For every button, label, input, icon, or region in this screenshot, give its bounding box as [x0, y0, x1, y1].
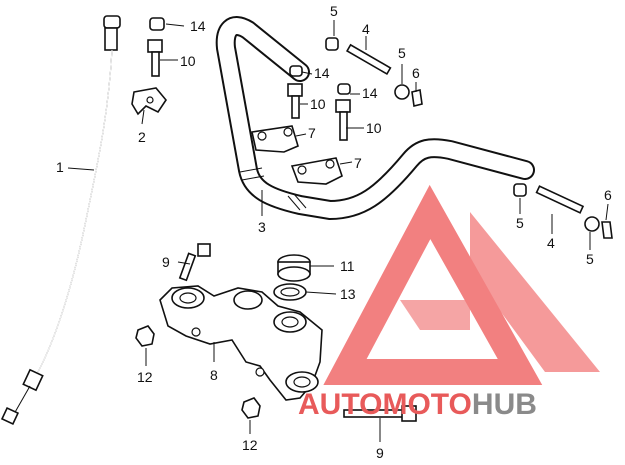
pinch-bolt-upper: [178, 243, 211, 282]
stem-washer: [273, 283, 307, 301]
callouts: 1 2 14 10 3 14 10 7 7 5 4 5 6 14 10 5 4 …: [56, 3, 612, 461]
callout-14-top-left: 14: [190, 18, 206, 34]
leader-lines: [67, 20, 609, 442]
watermark-word-hub: HUB: [472, 388, 537, 421]
callout-5-top-right: 5: [398, 45, 406, 61]
callout-1: 1: [56, 159, 64, 175]
handlebar: [215, 16, 535, 220]
upper-holder-front: [290, 157, 343, 185]
bar-end-right: [513, 183, 613, 239]
watermark-word-auto: AUTO: [298, 388, 382, 421]
callout-14-right: 14: [362, 85, 378, 101]
watermark-word-moto: MOTO: [382, 388, 471, 421]
bolt-10-center-left: [287, 83, 303, 119]
pinch-bolt-lower: [343, 405, 417, 422]
bolt-10-center-right: [335, 99, 351, 141]
callout-4-top: 4: [362, 21, 370, 37]
callout-10-center-left: 10: [310, 96, 326, 112]
top-bridge: [159, 285, 323, 401]
svg-text:AUTOMOTOHUB: AUTOMOTOHUB: [298, 388, 537, 421]
callout-12-bottom: 12: [242, 437, 258, 453]
callout-5-right-upper: 5: [516, 215, 524, 231]
callout-7-upper: 7: [308, 125, 316, 141]
cable-clamp: [131, 87, 167, 116]
callout-9-upper: 9: [162, 254, 170, 270]
callout-6-top: 6: [412, 65, 420, 81]
callout-12-left: 12: [137, 369, 153, 385]
watermark-logo: [323, 184, 600, 385]
callout-10-top-left: 10: [180, 53, 196, 69]
callout-13: 13: [340, 286, 356, 302]
callout-14-center: 14: [314, 65, 330, 81]
nut-12-left: [135, 325, 155, 347]
callout-10-center-right: 10: [366, 120, 382, 136]
bar-end-top: [325, 37, 423, 107]
watermark-text: AUTOMOTOHUB: [298, 388, 537, 421]
callout-11: 11: [340, 258, 355, 274]
bolt-10-top-left: [147, 39, 163, 77]
callout-2: 2: [138, 129, 146, 145]
callout-5-top: 5: [330, 3, 338, 19]
callout-7-lower: 7: [354, 155, 362, 171]
upper-holder-rear: [251, 125, 299, 153]
washer-14-top-left: [149, 17, 165, 31]
callout-8: 8: [210, 367, 218, 383]
washer-14-center: [289, 65, 303, 77]
callout-5-right-lower: 5: [586, 251, 594, 267]
stem-nut: [277, 254, 311, 282]
callout-4-right: 4: [547, 235, 555, 251]
callout-3: 3: [258, 219, 266, 235]
washer-14-right: [337, 83, 351, 95]
callout-6-right: 6: [604, 187, 612, 203]
nut-12-bottom: [241, 397, 261, 419]
callout-9-lower: 9: [376, 445, 384, 461]
throttle-cable: [0, 15, 121, 426]
